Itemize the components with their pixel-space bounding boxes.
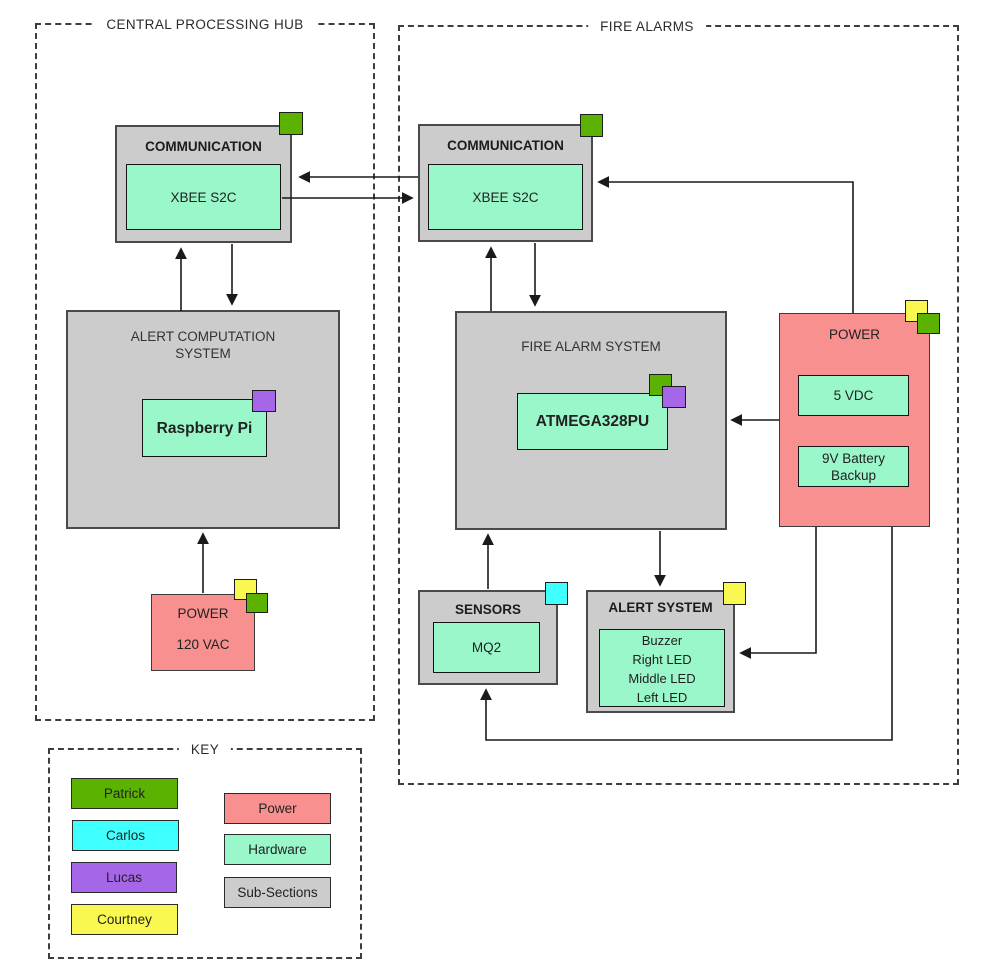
five-vdc-label: 5 VDC: [833, 388, 874, 403]
key-label-hardware: Hardware: [248, 842, 307, 857]
battery-backup-chip: 9V Battery Backup: [798, 446, 909, 487]
key-item-carlos: Carlos: [72, 820, 179, 851]
alert-device-right-led: Right LED: [632, 652, 692, 667]
node-sensors-title: SENSORS: [454, 602, 522, 617]
node-hub-power: POWER 120 VAC: [151, 594, 255, 671]
group-key: KEY: [48, 740, 362, 959]
badge-carlos: [545, 582, 568, 605]
alert-device-middle-led: Middle LED: [628, 671, 696, 686]
raspberry-pi-chip: Raspberry Pi: [142, 399, 267, 457]
badge-patrick: [279, 112, 303, 135]
node-fa-power-title: POWER: [828, 327, 880, 342]
node-fa-communication-title: COMMUNICATION: [447, 138, 564, 153]
badge-patrick: [917, 313, 940, 334]
mq2-label: MQ2: [471, 640, 502, 655]
key-label-sub-sections: Sub-Sections: [237, 885, 318, 900]
node-hub-power-title: POWER: [177, 606, 229, 621]
fa-xbee-chip: XBEE S2C: [428, 164, 583, 230]
five-vdc-chip: 5 VDC: [798, 375, 909, 416]
badge-patrick: [580, 114, 603, 137]
hub-xbee-chip: XBEE S2C: [126, 164, 281, 230]
hub-power-value: 120 VAC: [176, 637, 230, 652]
atmega-label: ATMEGA328PU: [535, 413, 650, 430]
node-fa-power: POWER: [779, 313, 930, 527]
key-label-power: Power: [258, 801, 297, 816]
key-item-lucas: Lucas: [71, 862, 177, 893]
group-fire-alarms: FIRE ALARMS: [398, 17, 959, 785]
battery-backup-label: 9V Battery Backup: [821, 450, 886, 483]
key-label-courtney: Courtney: [97, 912, 152, 927]
node-hub-communication-title: COMMUNICATION: [145, 139, 262, 154]
hub-xbee-label: XBEE S2C: [170, 189, 237, 205]
key-item-sub-sections: Sub-Sections: [224, 877, 331, 908]
key-label-patrick: Patrick: [103, 786, 146, 801]
group-title-central-processing-hub: CENTRAL PROCESSING HUB: [94, 15, 316, 34]
node-alert-computation-title: ALERT COMPUTATION SYSTEM: [130, 329, 276, 361]
fa-xbee-label: XBEE S2C: [472, 189, 539, 205]
group-title-key: KEY: [178, 740, 232, 759]
badge-courtney: [723, 582, 746, 605]
mq2-chip: MQ2: [433, 622, 540, 673]
badge-patrick: [246, 593, 268, 613]
alert-devices-list: Buzzer Right LED Middle LED Left LED: [599, 629, 725, 707]
group-central-processing-hub: CENTRAL PROCESSING HUB: [35, 15, 375, 721]
key-item-courtney: Courtney: [71, 904, 178, 935]
group-title-fire-alarms: FIRE ALARMS: [588, 17, 706, 36]
key-item-power: Power: [224, 793, 331, 824]
node-fire-alarm-system-title: FIRE ALARM SYSTEM: [521, 339, 661, 354]
key-item-patrick: Patrick: [71, 778, 178, 809]
alert-device-buzzer: Buzzer: [641, 633, 683, 648]
node-alert-system-title: ALERT SYSTEM: [608, 600, 713, 615]
key-label-lucas: Lucas: [105, 870, 143, 885]
alert-device-left-led: Left LED: [636, 690, 688, 705]
raspberry-pi-label: Raspberry Pi: [156, 419, 253, 437]
key-label-carlos: Carlos: [105, 828, 145, 843]
badge-lucas: [252, 390, 276, 412]
badge-lucas: [662, 386, 686, 408]
atmega-chip: ATMEGA328PU: [517, 393, 668, 450]
key-item-hardware: Hardware: [224, 834, 331, 865]
